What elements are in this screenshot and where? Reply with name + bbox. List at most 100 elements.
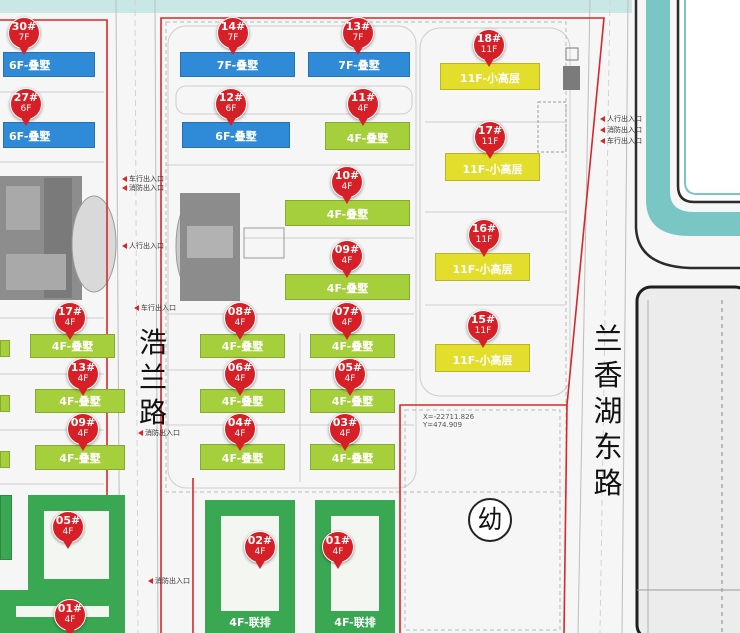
building-block: 11F-小高层 <box>435 253 530 281</box>
marker-number: 05# <box>337 361 363 374</box>
building-block: 4F-叠墅 <box>285 274 410 300</box>
marker-number: 27# <box>13 91 39 104</box>
amenity-block <box>6 186 40 230</box>
building-label: 4F-叠墅 <box>221 395 264 408</box>
road-center-line <box>134 0 139 633</box>
building-marker: 10#4F <box>331 166 363 204</box>
site-boundary-line <box>0 17 605 633</box>
entrance-label: 消防出入口 <box>145 429 180 437</box>
entrance-label: 车行出入口 <box>141 304 176 312</box>
amenity-block <box>187 226 233 258</box>
marker-floors: 4F <box>341 182 353 192</box>
entrance-label: 人行出入口 <box>129 242 164 250</box>
marker-number: 10# <box>334 169 360 182</box>
canal-water <box>646 0 740 236</box>
building-block: 11F-小高层 <box>440 63 540 90</box>
marker-number: 18# <box>476 32 502 45</box>
building-label: 11F-小高层 <box>452 354 513 367</box>
building-marker: 14#7F <box>217 17 249 55</box>
building-block <box>0 395 10 412</box>
marker-number: 09# <box>334 243 360 256</box>
entrance-arrow-icon <box>600 116 605 122</box>
building-marker: 12#6F <box>215 88 247 126</box>
building-label: 4F-叠墅 <box>331 452 374 465</box>
building-label: 4F-叠墅 <box>331 395 374 408</box>
building-marker: 08#4F <box>224 302 256 340</box>
building-label: 4F-叠墅 <box>59 395 101 408</box>
building-label: 11F-小高层 <box>459 72 521 85</box>
building-label: 4F-叠墅 <box>221 452 264 465</box>
building-marker: 03#4F <box>329 413 361 451</box>
building-marker: 01#4F <box>54 599 86 633</box>
entrance-label: 消防出入口 <box>155 577 190 585</box>
adjacent-plot <box>635 285 740 633</box>
road-center-line <box>599 0 611 633</box>
marker-number: 16# <box>471 222 497 235</box>
canal-bank <box>676 0 740 204</box>
marker-number: 17# <box>477 124 503 137</box>
building-block: 6F-叠墅 <box>182 122 290 148</box>
building-marker: 02#4F <box>244 531 276 569</box>
canal-island <box>680 0 740 200</box>
building-label: 4F-叠墅 <box>326 282 369 295</box>
marker-floors: 7F <box>18 33 30 43</box>
building-label: 11F-小高层 <box>462 163 523 176</box>
building-label: 4F-叠墅 <box>331 340 374 353</box>
building-block: 6F-叠墅 <box>3 122 95 148</box>
road-name-east: 兰香湖东路 <box>593 322 623 500</box>
building-label: 11F-小高层 <box>452 263 513 276</box>
amenity-building-west <box>0 176 117 300</box>
building-block <box>0 340 10 357</box>
marker-floors: 4F <box>62 527 74 537</box>
marker-floors: 4F <box>357 104 369 114</box>
entrance-label: 车行出入口 <box>129 175 164 183</box>
marker-floors: 11F <box>474 326 492 336</box>
plot-outline <box>635 285 740 633</box>
entrance-marker: 车行出入口 <box>122 175 164 183</box>
marker-number: 30# <box>11 20 37 33</box>
entrance-label: 消防出入口 <box>129 184 164 192</box>
building-marker: 01#4F <box>322 531 354 569</box>
entrance-arrow-icon <box>134 305 139 311</box>
marker-floors: 4F <box>341 256 353 266</box>
marker-floors: 4F <box>77 429 89 439</box>
canal-bank <box>634 0 740 270</box>
building-label: 4F-联排 <box>229 616 271 629</box>
townhouse-block <box>0 495 12 560</box>
building-marker: 27#6F <box>10 88 42 126</box>
building-label: 6F-叠墅 <box>9 130 51 143</box>
marker-floors: 4F <box>254 547 266 557</box>
road-edge-line <box>621 0 629 633</box>
building-label: 7F-叠墅 <box>338 59 380 72</box>
building-marker: 30#7F <box>8 17 40 55</box>
coordinate-x: X=-22711.826 <box>423 413 475 421</box>
building-block: 4F-叠墅 <box>325 122 410 150</box>
building-block: 7F-叠墅 <box>308 52 410 77</box>
marker-number: 13# <box>345 20 371 33</box>
marker-floors: 4F <box>64 615 76 625</box>
canal <box>634 0 740 270</box>
amenity-outline <box>243 227 285 259</box>
building-block: 4F-叠墅 <box>310 444 395 470</box>
water-strip <box>0 0 632 13</box>
coordinate-y: Y=474.909 <box>423 421 463 429</box>
entrance-marker: 消防出入口 <box>122 184 164 192</box>
entrance-marker: 人行出入口 <box>600 115 642 123</box>
marker-number: 15# <box>470 313 496 326</box>
marker-number: 09# <box>70 416 96 429</box>
building-label: 4F-叠墅 <box>59 452 101 465</box>
entrance-label: 人行出入口 <box>607 115 642 123</box>
marker-floors: 11F <box>481 137 499 147</box>
marker-floors: 6F <box>20 104 32 114</box>
marker-number: 06# <box>227 361 253 374</box>
townhouse-block <box>28 495 125 595</box>
road-name-west: 浩兰路 <box>138 326 167 429</box>
marker-number: 01# <box>325 534 351 547</box>
marker-floors: 4F <box>234 374 246 384</box>
marker-number: 03# <box>332 416 358 429</box>
kindergarten-plot-outline <box>404 409 561 631</box>
building-label: 6F-叠墅 <box>9 59 51 72</box>
marker-floors: 11F <box>475 235 493 245</box>
building-marker: 17#11F <box>474 121 506 159</box>
